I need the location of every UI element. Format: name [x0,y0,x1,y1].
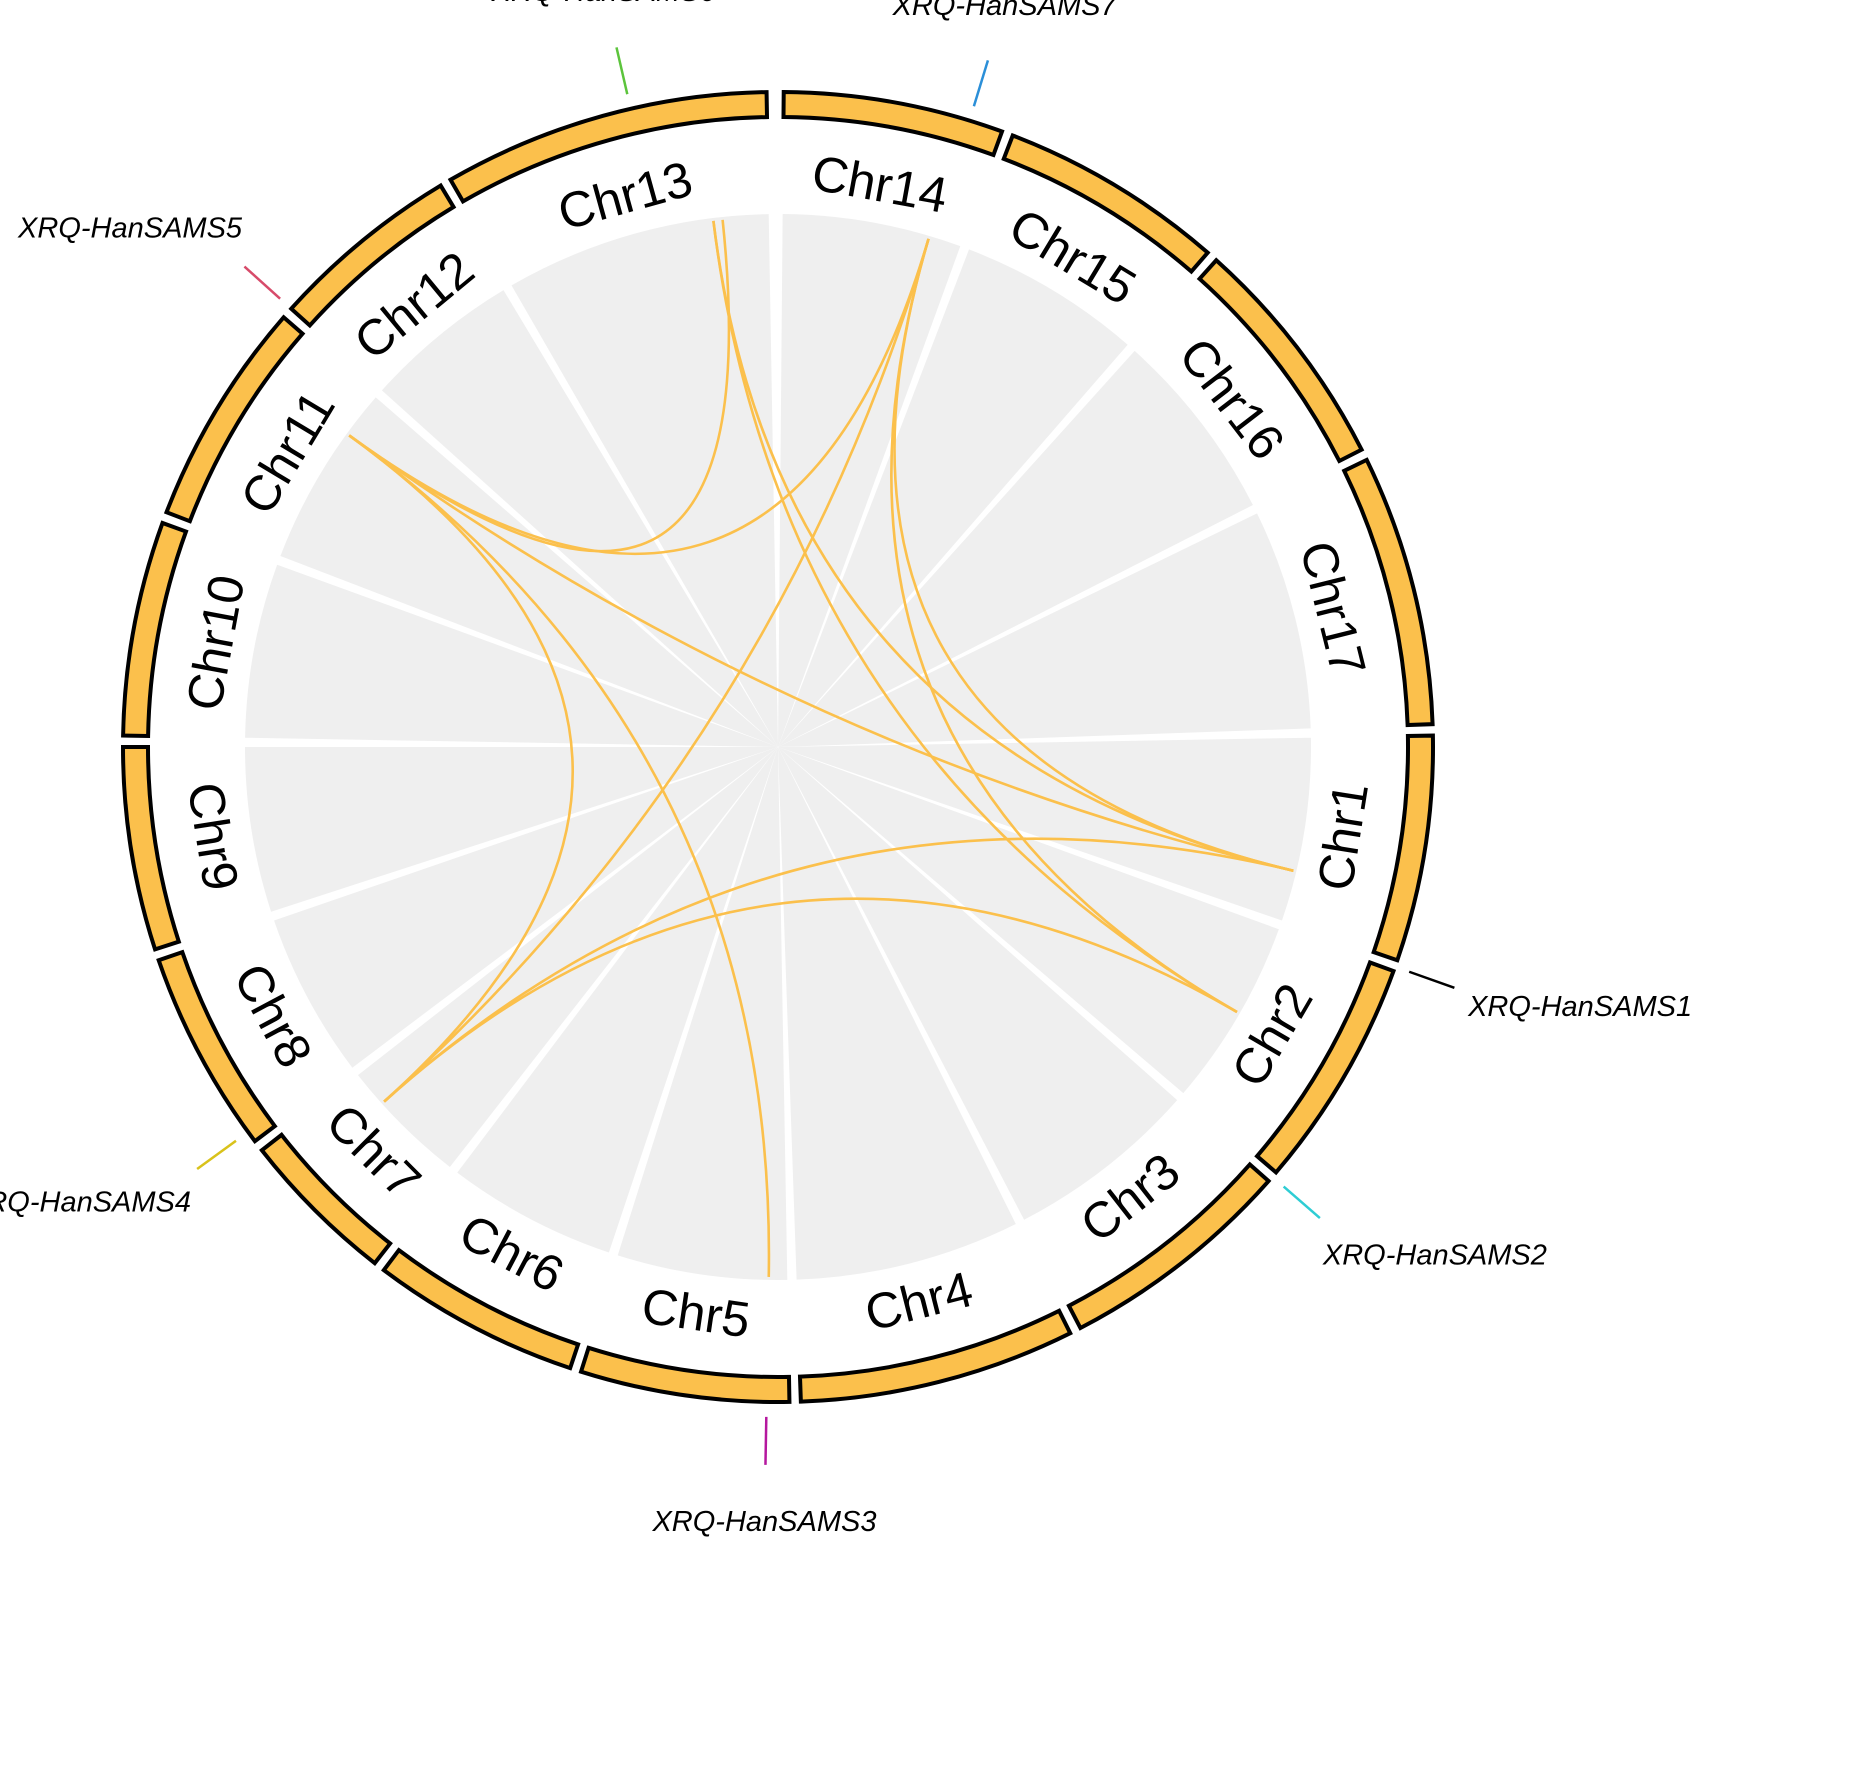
chromosome-block-chr15 [1001,132,1211,275]
track-sector-chr11 [280,397,778,747]
chromosome-label-chr5: Chr5 [638,1278,753,1349]
gene-label-s6: XRQ-HanSAMS6 [491,0,717,8]
track-sector-chr8 [274,747,778,1068]
track-sector-chr15 [778,249,1128,748]
gene-label-s2: XRQ-HanSAMS2 [1322,1239,1547,1271]
chromosome-label-chr1: Chr1 [1307,779,1379,895]
synteny-link [383,238,930,1103]
chromosome-block-chr14 [781,90,1005,158]
synteny-link [383,837,1294,1103]
gene-marker-s3 [764,1416,768,1465]
track-sector-chr10 [245,564,778,747]
track-sector-chr17 [778,513,1311,747]
track-sector-chr14 [778,214,961,748]
synteny-link [348,238,930,556]
synteny-link [712,220,1238,1014]
chromosome-label-chr14: Chr14 [808,144,952,223]
chromosome-block-chr6 [381,1247,581,1371]
track-sector-chr9 [245,747,778,912]
chromosome-block-chr13 [447,90,770,205]
gene-marker-s7 [972,60,990,107]
chromosome-block-chr1 [1371,733,1435,963]
gene-marker-s1 [1408,970,1455,990]
synteny-link [348,434,771,1277]
synteny-link [348,219,731,553]
chromosome-block-chr17 [1341,457,1435,728]
chromosome-label-chr9: Chr9 [177,779,249,895]
track-sector-chr7 [357,747,778,1168]
gene-label-s1: XRQ-HanSAMS1 [1467,991,1692,1023]
track-sector-chr1 [778,737,1311,921]
inner-track [245,214,1311,1280]
gene-label-s3: XRQ-HanSAMS3 [651,1506,876,1538]
chromosome-block-chr10 [121,520,189,739]
track-sector-chr13 [511,214,778,747]
chromosome-block-chr12 [288,182,457,329]
chromosome-block-chr8 [156,949,278,1144]
track-sector-chr5 [617,747,788,1280]
track-sector-chr12 [381,290,778,747]
gene-marker-s4 [196,1139,237,1171]
chromosome-block-chr4 [797,1308,1073,1404]
chromosome-block-chr5 [578,1345,792,1404]
chromosome-block-chr2 [1254,959,1397,1176]
track-sector-chr3 [778,747,1178,1220]
chromosome-block-chr3 [1066,1161,1272,1331]
track-sector-chr16 [778,350,1253,747]
synteny-links [348,219,1294,1277]
gene-marker-s6 [615,47,629,95]
chromosome-block-chr11 [163,314,306,524]
chromosome-label-chr10: Chr10 [176,571,256,715]
synteny-link [348,434,1294,872]
gene-label-s7: XRQ-HanSAMS7 [892,0,1119,22]
chromosome-label-chr4: Chr4 [859,1261,978,1342]
track-sector-chr2 [778,747,1279,1094]
gene-label-s5: XRQ-HanSAMS5 [17,212,243,244]
gene-marker-s2 [1282,1185,1321,1219]
gene-label-s4: XRQ-HanSAMS4 [0,1187,191,1219]
synteny-link [712,220,1294,872]
chromosome-block-chr16 [1196,257,1365,464]
track-sector-chr6 [457,747,778,1253]
chromosome-block-chr7 [259,1132,393,1266]
chromosome-block-chr9 [120,745,182,952]
synteny-link [348,434,574,1103]
gene-marker-s5 [243,265,281,300]
synteny-link [383,897,1238,1103]
track-sector-chr4 [778,747,1016,1280]
synteny-link [890,238,1238,1014]
